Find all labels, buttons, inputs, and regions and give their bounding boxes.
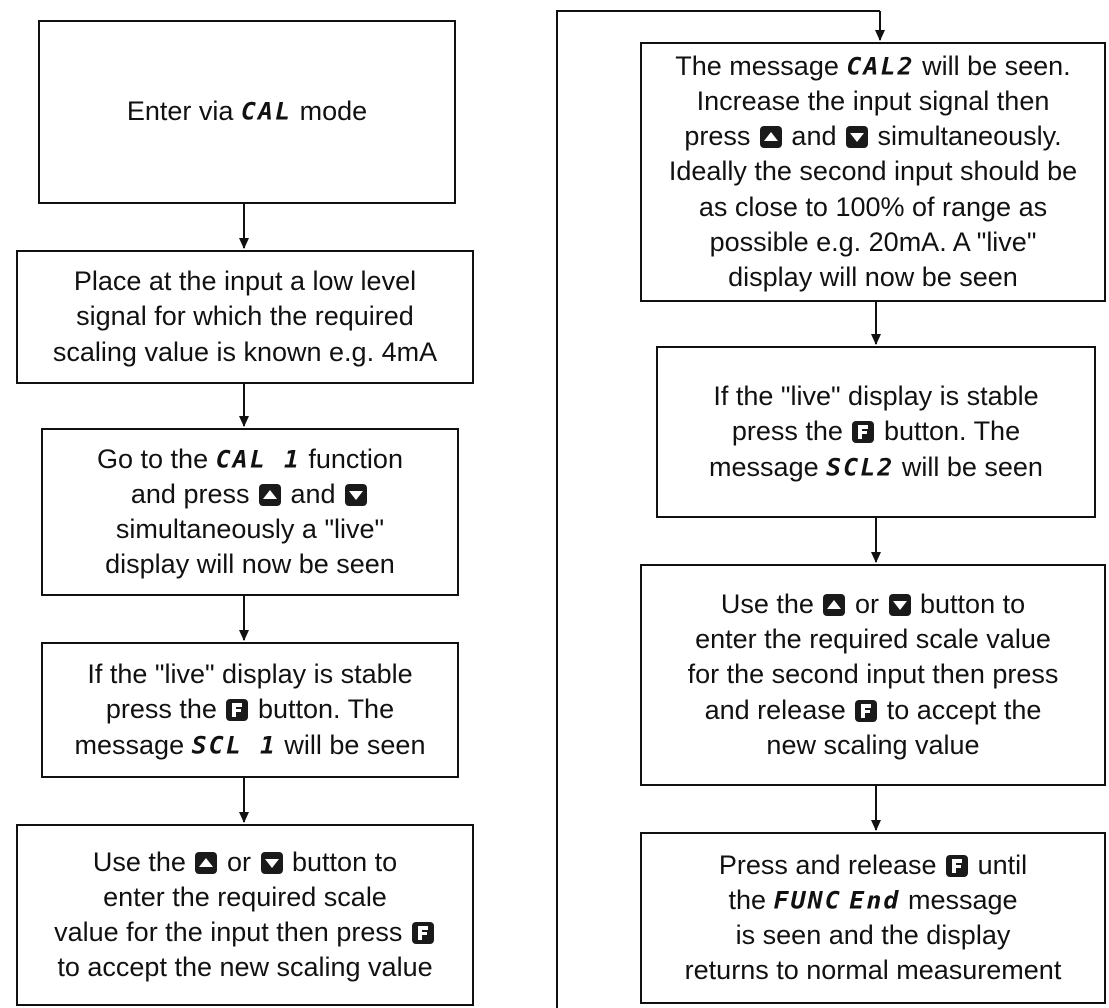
- step-enter-cal-mode: Enter via CAL mode: [38, 20, 456, 204]
- finish-line-4: returns to normal measurement: [684, 955, 1062, 986]
- up-arrow-key-icon: [823, 594, 846, 617]
- enter-line: Enter via CAL mode: [127, 94, 367, 129]
- finish-press-text: Press and release: [718, 849, 937, 880]
- mode-text: mode: [299, 96, 368, 127]
- up-arrow-key-icon: [759, 126, 782, 149]
- low-signal-line-1: Place at the input a low level: [73, 266, 417, 297]
- display-code-cal2: CAL2: [846, 52, 915, 81]
- cal1-line-3: simultaneously a "live": [115, 514, 385, 544]
- cal1-function-text: function: [308, 443, 403, 474]
- finish-line-3: is seen and the display: [735, 920, 1011, 950]
- scale2-release-text: and release: [704, 694, 846, 725]
- scale1-line-3: value for the input then press: [54, 915, 436, 950]
- cal1-go-text: Go to the: [97, 443, 209, 474]
- scale1-line-1: Use the or button to: [54, 845, 436, 880]
- scale2-line-4: and release to accept the: [688, 693, 1059, 728]
- f-key-icon: [226, 699, 249, 722]
- display-code-scl2: SCL2: [826, 453, 895, 481]
- scale1-or-text: or: [226, 846, 251, 877]
- scale1-use-text: Use the: [92, 846, 186, 877]
- finish-line-2: the FUNC End message: [685, 883, 1062, 918]
- cal2-line-3: press and simultaneously.: [669, 119, 1077, 154]
- scale1-button-text: button to: [292, 846, 398, 877]
- display-code-end: End: [849, 886, 901, 915]
- scale2-line-1: Use the or button to: [688, 587, 1059, 622]
- scale1-line-4: to accept the new scaling value: [57, 952, 433, 983]
- stable2-line-1: If the "live" display is stable: [713, 381, 1039, 412]
- stable1-button-text: button. The: [257, 694, 395, 725]
- down-arrow-key-icon: [888, 594, 911, 617]
- cal2-and-text: and: [791, 121, 837, 152]
- step-stable-1: If the "live" display is stable press th…: [41, 642, 459, 778]
- finish-message-text: message: [907, 884, 1018, 915]
- step-place-low-signal: Place at the input a low level signal fo…: [16, 250, 474, 384]
- f-key-icon: [411, 922, 434, 944]
- stable2-press-text: press the: [731, 416, 843, 447]
- cal1-line-1: Go to the CAL 1 function: [97, 442, 403, 477]
- cal2-line-2: Increase the input signal then: [696, 86, 1050, 117]
- up-arrow-key-icon: [195, 851, 218, 874]
- display-code-cal1: CAL 1: [215, 445, 301, 474]
- cal1-press-text: and press: [130, 478, 250, 509]
- cal2-line-4: Ideally the second input should be: [668, 156, 1078, 187]
- cal2-press-text: press: [684, 121, 751, 152]
- stable2-button-text: button. The: [883, 416, 1021, 447]
- stable2-seen-text: will be seen: [901, 451, 1043, 482]
- cal1-line-2: and press and: [97, 477, 403, 512]
- stable2-line-2: press the button. The: [709, 414, 1043, 449]
- low-signal-line-3: scaling value is known e.g. 4mA: [52, 336, 438, 367]
- scale1-press-text: value for the input then press: [54, 917, 403, 947]
- scale2-use-text: Use the: [720, 589, 814, 620]
- cal2-line-1: The message CAL2 will be seen.: [669, 49, 1077, 84]
- cal2-seen-text: will be seen.: [922, 51, 1071, 82]
- f-key-icon: [855, 699, 878, 722]
- scale2-line-2: enter the required scale value: [695, 624, 1051, 655]
- f-key-icon: [946, 854, 969, 877]
- scale2-line-5: new scaling value: [766, 729, 980, 760]
- cal2-line-5: as close to 100% of range as: [698, 191, 1048, 222]
- down-arrow-key-icon: [345, 483, 368, 506]
- stable2-line-3: message SCL2 will be seen: [709, 450, 1043, 485]
- f-key-icon: [852, 421, 875, 444]
- scale1-line-2: enter the required scale: [103, 881, 387, 912]
- stable1-line-1: If the "live" display is stable: [87, 659, 413, 690]
- finish-until-text: until: [977, 849, 1028, 880]
- display-code-func: FUNC: [773, 886, 842, 915]
- scale2-accept-text: to accept the: [886, 694, 1042, 725]
- scale2-line-3: for the second input then press: [687, 659, 1059, 690]
- stable2-message-text: message: [709, 451, 819, 482]
- finish-line-1: Press and release until: [685, 848, 1062, 883]
- stable1-message-text: message: [74, 729, 185, 760]
- cal1-line-4: display will now be seen: [105, 549, 395, 580]
- finish-the-text: the: [728, 884, 767, 915]
- scale2-or-text: or: [854, 589, 879, 620]
- step-scale-1: Use the or button to enter the required …: [16, 824, 474, 1006]
- stable1-line-3: message SCL 1 will be seen: [75, 728, 426, 763]
- stable1-seen-text: will be seen: [284, 729, 426, 760]
- stable1-press-text: press the: [105, 694, 217, 725]
- step-scale-2: Use the or button to enter the required …: [640, 564, 1106, 786]
- down-arrow-key-icon: [846, 126, 868, 149]
- step-cal1-function: Go to the CAL 1 function and press and s…: [41, 428, 459, 596]
- step-stable-2: If the "live" display is stable press th…: [656, 346, 1096, 518]
- cal1-and-text: and: [290, 478, 336, 509]
- step-cal2: The message CAL2 will be seen. Increase …: [640, 42, 1106, 302]
- enter-text: Enter via: [126, 96, 234, 127]
- down-arrow-key-icon: [260, 851, 283, 874]
- cal2-line-7: display will now be seen: [728, 261, 1018, 292]
- display-code-scl1: SCL 1: [191, 731, 277, 759]
- stable1-line-2: press the button. The: [75, 692, 426, 727]
- scale2-button-text: button to: [920, 589, 1026, 620]
- display-code-cal: CAL: [240, 98, 293, 126]
- low-signal-line-2: signal for which the required: [76, 301, 414, 332]
- up-arrow-key-icon: [258, 483, 281, 506]
- cal2-line-6: possible e.g. 20mA. A "live": [709, 226, 1037, 257]
- step-finish: Press and release until the FUNC End mes…: [640, 832, 1106, 1004]
- cal2-message-text: The message: [675, 51, 839, 82]
- cal2-simultaneously-text: simultaneously.: [877, 121, 1062, 152]
